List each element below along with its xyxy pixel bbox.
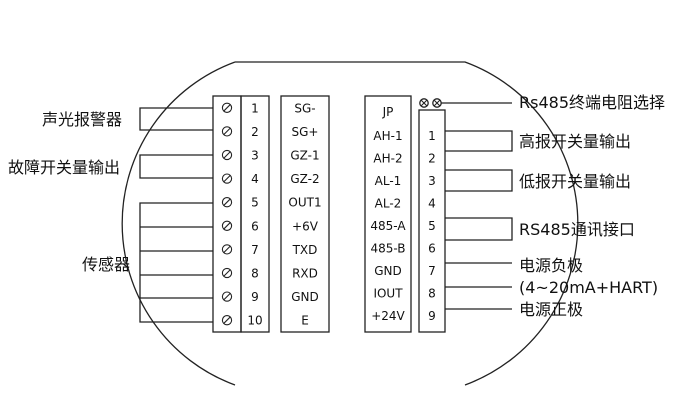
left-terminal-number: 5 bbox=[251, 196, 259, 210]
sensor-bracket bbox=[139, 202, 213, 323]
right-terminal-number: 5 bbox=[428, 219, 436, 233]
left-terminal-signal: RXD bbox=[292, 267, 318, 281]
left-terminal-number: 7 bbox=[251, 243, 259, 257]
terminal-screw-icon bbox=[221, 149, 233, 161]
right-terminal-signal: AH-2 bbox=[373, 151, 402, 165]
left-terminal-signal: SG- bbox=[294, 101, 315, 115]
right-terminal-number: 8 bbox=[428, 286, 436, 300]
right-terminal-signal: 485-B bbox=[370, 241, 405, 255]
terminal-screw-icon bbox=[221, 267, 233, 279]
left-terminal-number: 1 bbox=[251, 101, 259, 115]
jp-header: JP bbox=[382, 105, 394, 119]
left-terminal-signal: GND bbox=[291, 290, 319, 304]
rs485-interface-label: RS485通讯接口 bbox=[519, 220, 635, 239]
left-terminal-number: 6 bbox=[251, 219, 259, 233]
terminal-screw-icon bbox=[221, 173, 233, 184]
left-terminal-number: 4 bbox=[251, 172, 259, 186]
left-terminal-signal: GZ-2 bbox=[290, 172, 319, 186]
jumper-screw-icon bbox=[419, 98, 429, 108]
left-terminal-number: 8 bbox=[251, 267, 259, 281]
rs485-termination-label: Rs485终端电阻选择 bbox=[519, 93, 665, 112]
right-terminal-number: 4 bbox=[428, 196, 436, 210]
terminal-screw-icon bbox=[221, 102, 233, 113]
left-terminal-number: 2 bbox=[251, 125, 259, 139]
rs485-bracket bbox=[445, 217, 513, 241]
terminal-screw-icon bbox=[221, 126, 233, 137]
fault-bracket bbox=[139, 154, 213, 179]
right-terminal-signal: IOUT bbox=[373, 286, 403, 300]
power-leaders bbox=[445, 262, 512, 310]
left-terminal-signal: +6V bbox=[292, 219, 319, 233]
low-alarm-bracket bbox=[445, 169, 513, 192]
right-terminal-number: 7 bbox=[428, 264, 436, 278]
hart-label: (4~20mA+HART) bbox=[519, 278, 658, 297]
left-terminal-number: 3 bbox=[251, 149, 259, 163]
right-terminal-number: 2 bbox=[428, 151, 436, 165]
terminal-screw-icon bbox=[221, 315, 233, 326]
left-number-column bbox=[240, 95, 270, 333]
terminal-screw-icon bbox=[221, 291, 233, 302]
right-signal-block bbox=[364, 95, 412, 333]
left-terminal-signal: GZ-1 bbox=[290, 149, 319, 163]
right-terminal-signal: AL-1 bbox=[375, 174, 402, 188]
power-positive-label: 电源正极 bbox=[519, 300, 583, 319]
right-terminal-signal: GND bbox=[374, 264, 402, 278]
left-terminal-number: 10 bbox=[247, 314, 262, 328]
right-terminal-number: 6 bbox=[428, 241, 436, 255]
jumper-screw-icon bbox=[432, 98, 442, 108]
terminal-screw-icon bbox=[221, 197, 233, 208]
alarm-bracket bbox=[139, 107, 213, 131]
left-terminal-signal: E bbox=[301, 314, 309, 328]
alarm-label: 声光报警器 bbox=[42, 110, 122, 129]
terminal-screw-icon bbox=[221, 220, 233, 231]
left-terminal-signal: OUT1 bbox=[288, 196, 321, 210]
right-terminal-number: 9 bbox=[428, 309, 436, 323]
left-terminal-signal: SG+ bbox=[292, 125, 319, 139]
left-terminal-signal: TXD bbox=[292, 243, 318, 257]
fault-output-label: 故障开关量输出 bbox=[8, 158, 120, 177]
right-terminal-signal: 485-A bbox=[370, 219, 406, 233]
left-terminal-number: 9 bbox=[251, 290, 259, 304]
right-terminal-signal: +24V bbox=[371, 309, 405, 323]
high-alarm-label: 高报开关量输出 bbox=[519, 132, 631, 151]
left-signal-block bbox=[280, 95, 330, 333]
right-terminal-number: 3 bbox=[428, 174, 436, 188]
low-alarm-label: 低报开关量输出 bbox=[519, 172, 631, 191]
high-alarm-bracket bbox=[445, 130, 513, 152]
right-terminal-signal: AH-1 bbox=[373, 129, 402, 143]
housing-outline bbox=[121, 61, 579, 386]
right-terminal-signal: AL-2 bbox=[375, 196, 402, 210]
right-terminal-number: 1 bbox=[428, 129, 436, 143]
right-number-column bbox=[418, 109, 446, 333]
terminal-screw-icon bbox=[221, 244, 233, 255]
power-negative-label: 电源负极 bbox=[519, 256, 583, 275]
sensor-label: 传感器 bbox=[82, 255, 130, 274]
